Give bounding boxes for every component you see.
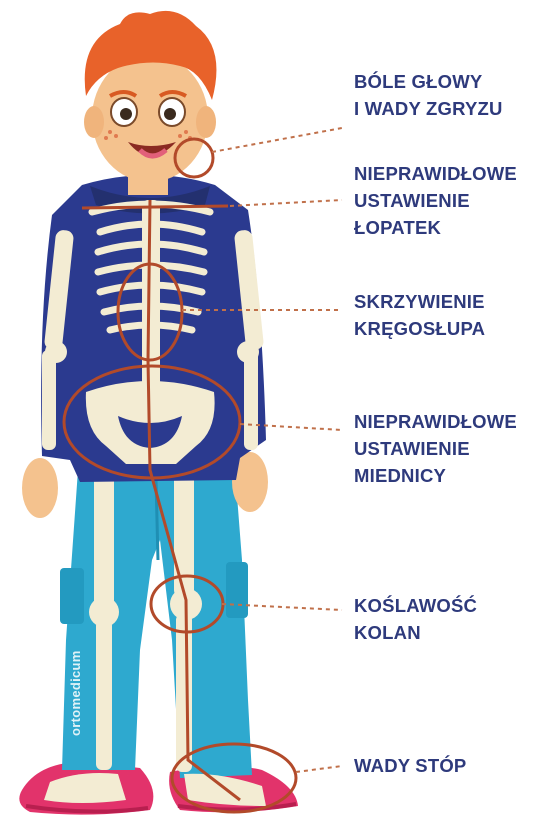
label-knee: KOŚLAWOŚĆ KOLAN bbox=[354, 592, 477, 646]
jeans bbox=[60, 470, 252, 778]
label-spine: SKRZYWIENIE KRĘGOSŁUPA bbox=[354, 288, 485, 342]
label-pelvis: NIEPRAWIDŁOWE USTAWIENIE MIEDNICY bbox=[354, 408, 517, 489]
ortomedicum-logo-icon: ortomedicum bbox=[68, 650, 83, 736]
feet-leader bbox=[296, 766, 342, 772]
label-scapula: NIEPRAWIDŁOWE USTAWIENIE ŁOPATEK bbox=[354, 160, 517, 241]
scapula-leader bbox=[230, 200, 342, 206]
label-head: BÓLE GŁOWY I WADY ZGRYZU bbox=[354, 68, 503, 122]
label-feet: WADY STÓP bbox=[354, 752, 466, 779]
head-leader bbox=[212, 128, 342, 152]
head bbox=[84, 11, 216, 195]
scapula-marker bbox=[82, 206, 228, 208]
